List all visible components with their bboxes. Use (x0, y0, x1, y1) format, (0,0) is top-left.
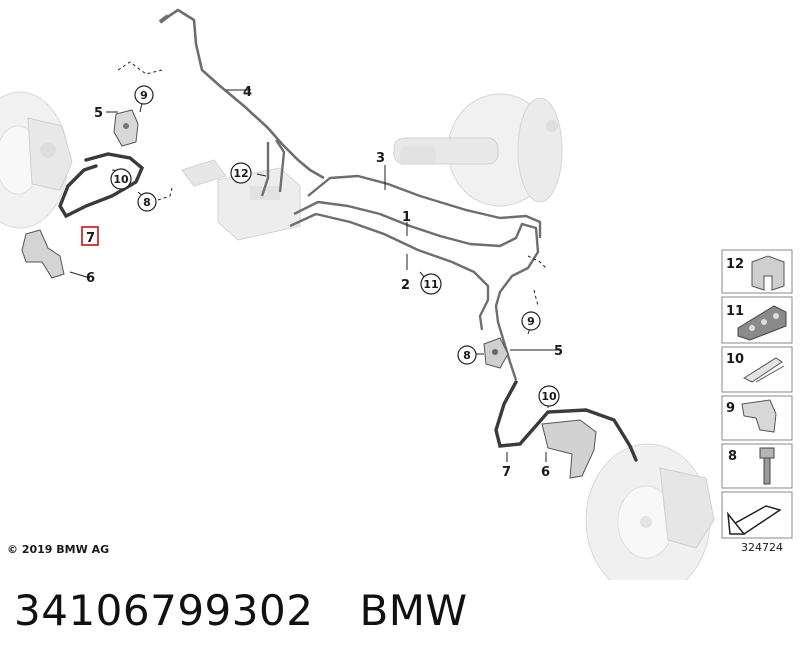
bracket-5-front (113, 109, 139, 147)
brake-pipe-short (260, 139, 286, 197)
legend-item-8[interactable]: 8 (721, 443, 793, 489)
callout-6-rear: 6 (541, 465, 550, 480)
callout-11: 11 (420, 273, 442, 295)
callout-8-rear: 8 (457, 345, 477, 365)
arrow-icon (727, 505, 782, 535)
brake-booster-illustration (393, 93, 563, 207)
svg-text:8: 8 (463, 349, 471, 362)
callout-4: 4 (243, 85, 252, 100)
legend-item-9[interactable]: 9 (721, 395, 793, 441)
svg-text:10: 10 (541, 390, 557, 403)
callout-6-front: 6 (86, 271, 95, 286)
callout-10-front: 10 (110, 168, 132, 190)
callout-8-front: 8 (137, 192, 157, 212)
legend-item-12[interactable]: 12 (721, 249, 793, 294)
callout-labels: 1 2 3 4 5 6 5 7 6 (86, 85, 563, 480)
parts-legend: 12 11 10 9 (721, 249, 793, 539)
svg-text:9: 9 (140, 89, 148, 102)
callout-7-front: 7 (86, 231, 95, 246)
legend-item-11[interactable]: 11 (721, 296, 793, 344)
front-left-brake-illustration (0, 91, 73, 229)
svg-text:12: 12 (233, 167, 248, 180)
brake-hose-7-front (58, 152, 145, 219)
svg-text:8: 8 (728, 449, 737, 464)
callout-12: 12 (230, 162, 252, 184)
bracket-5-rear (483, 337, 509, 369)
brake-lines-diagram: 1 2 3 4 5 6 5 7 6 7 9 10 8 12 (0, 8, 793, 580)
callout-9-rear: 9 (521, 311, 541, 331)
svg-text:9: 9 (726, 401, 735, 416)
callout-2: 2 (401, 278, 410, 293)
svg-text:12: 12 (726, 257, 744, 272)
circled-callouts: 9 10 8 12 11 9 8 10 (110, 85, 560, 407)
brake-pipe-2 (289, 212, 490, 331)
brand-name: BMW (359, 586, 468, 635)
svg-text:9: 9 (527, 315, 535, 328)
spring-clip-icon (742, 357, 785, 383)
callout-5-rear: 5 (554, 344, 563, 359)
bracket-6-front (21, 229, 65, 279)
legend-item-arrow[interactable] (721, 491, 793, 539)
callout-10-rear: 10 (538, 385, 560, 407)
brake-pipe-3 (307, 174, 542, 238)
brake-hose-7-rear (494, 380, 638, 462)
abs-unit-illustration (181, 159, 301, 241)
part-number: 34106799302 (14, 586, 314, 635)
svg-text:10: 10 (726, 352, 744, 367)
callout-7-front-highlighted[interactable]: 7 (81, 226, 99, 246)
clip-u-icon (751, 255, 785, 291)
copyright-notice: © 2019 BMW AG (7, 543, 110, 556)
bracket-clip-icon (741, 399, 777, 433)
callout-9-front: 9 (134, 85, 154, 105)
svg-text:8: 8 (143, 196, 151, 209)
legend-item-10[interactable]: 10 (721, 346, 793, 393)
brake-pipe-4 (158, 8, 325, 180)
brake-pipe-1 (293, 200, 540, 381)
bolt-icon (759, 447, 775, 485)
drawing-number: 324724 (741, 541, 783, 554)
pipe-holder-icon (737, 305, 787, 341)
svg-text:10: 10 (113, 173, 129, 186)
svg-text:11: 11 (423, 278, 438, 291)
callout-5-front: 5 (94, 106, 103, 121)
part-info: 34106799302 BMW (14, 586, 468, 635)
pipe-break-markers (117, 61, 547, 307)
callout-3: 3 (376, 151, 385, 166)
callout-7-rear: 7 (502, 465, 511, 480)
rear-right-brake-illustration (585, 443, 715, 580)
svg-text:11: 11 (726, 304, 744, 319)
callout-1: 1 (402, 210, 411, 225)
bracket-6-rear (541, 419, 597, 479)
